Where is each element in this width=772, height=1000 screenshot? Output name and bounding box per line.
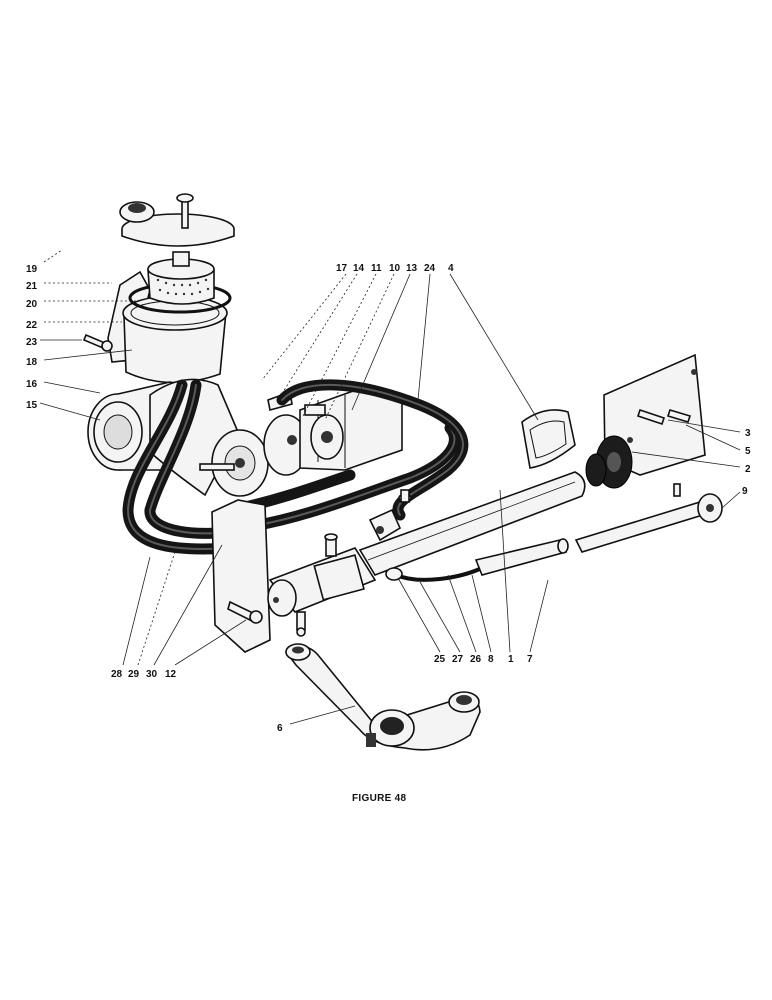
callout-27: 27 xyxy=(452,654,464,665)
callout-14: 14 xyxy=(353,263,365,274)
callout-12: 12 xyxy=(165,669,177,680)
pump-assembly xyxy=(87,378,403,497)
callout-30: 30 xyxy=(146,669,158,680)
callout-29: 29 xyxy=(128,669,140,680)
callout-13: 13 xyxy=(406,263,418,274)
figure-caption: FIGURE 48 xyxy=(352,793,407,804)
callout-23: 23 xyxy=(26,337,38,348)
callout-7: 7 xyxy=(527,654,533,665)
hoses xyxy=(122,379,469,555)
mounting-plate xyxy=(574,353,723,553)
callout-16: 16 xyxy=(26,379,38,390)
callout-4: 4 xyxy=(448,263,454,274)
callout-11: 11 xyxy=(371,263,382,274)
callout-21: 21 xyxy=(26,281,38,292)
leader-lines xyxy=(39,249,741,725)
callout-2: 2 xyxy=(745,464,751,475)
callout-labels: 19 21 20 22 23 18 16 15 17 14 11 10 13 2… xyxy=(26,263,751,734)
callout-8: 8 xyxy=(488,654,494,665)
reservoir-assembly xyxy=(82,193,235,384)
callout-9: 9 xyxy=(742,486,748,497)
power-cylinder xyxy=(358,409,586,582)
callout-6: 6 xyxy=(277,723,283,734)
callout-10: 10 xyxy=(389,263,401,274)
callout-25: 25 xyxy=(434,654,446,665)
callout-26: 26 xyxy=(470,654,482,665)
callout-3: 3 xyxy=(745,428,751,439)
callout-22: 22 xyxy=(26,320,38,331)
callout-18: 18 xyxy=(26,357,38,368)
callout-5: 5 xyxy=(745,446,751,457)
callout-28: 28 xyxy=(111,669,123,680)
callout-24: 24 xyxy=(424,263,436,274)
valve-bracket xyxy=(211,499,377,653)
drop-arm xyxy=(284,643,481,751)
callout-15: 15 xyxy=(26,400,38,411)
callout-20: 20 xyxy=(26,299,38,310)
callout-19: 19 xyxy=(26,264,38,275)
callout-1: 1 xyxy=(508,654,514,665)
callout-17: 17 xyxy=(336,263,348,274)
